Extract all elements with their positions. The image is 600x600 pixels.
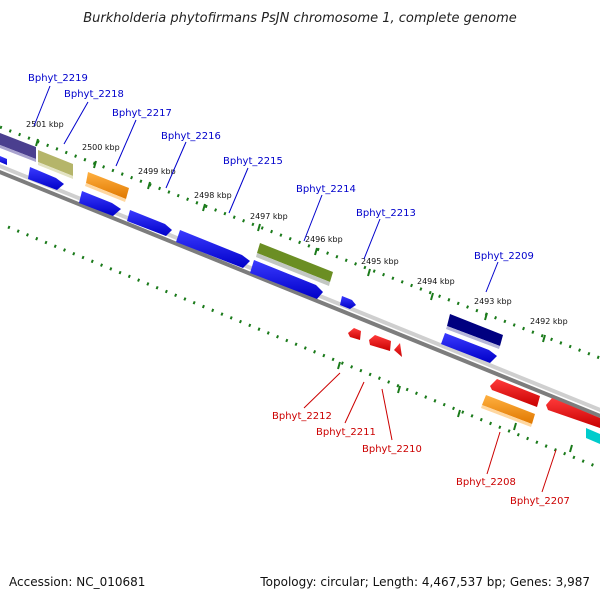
leader-line: [486, 431, 501, 475]
kbp-label: 2493 kbp: [474, 297, 512, 306]
leader-line: [541, 449, 557, 493]
leader-line: [33, 85, 51, 127]
kbp-label: 2495 kbp: [361, 257, 399, 266]
gene-label-bphyt-2217[interactable]: Bphyt_2217: [112, 108, 172, 119]
leader-line: [228, 167, 249, 214]
gene-feature-bphyt-2217[interactable]: [85, 172, 129, 202]
leader-line: [303, 372, 341, 409]
gene-label-bphyt-2214[interactable]: Bphyt_2214: [296, 184, 356, 195]
kbp-label: 2499 kbp: [138, 167, 176, 176]
gene-feature-bphyt-2210[interactable]: [394, 343, 402, 357]
reverse-scale: [7, 225, 600, 470]
kbp-label: 2496 kbp: [305, 235, 343, 244]
gene-feature-bphyt-2212[interactable]: [348, 328, 361, 340]
kbp-label: 2492 kbp: [530, 317, 568, 326]
scale-tick: [430, 292, 434, 301]
gene-feature-bphyt-2217-lower[interactable]: [79, 191, 121, 216]
scale-tick: [337, 361, 341, 370]
leader-line: [165, 141, 187, 189]
scale-tick: [93, 160, 97, 169]
gene-feature-bphyt-2219[interactable]: [0, 131, 36, 162]
leader-line: [344, 381, 365, 424]
gene-label-bphyt-2211[interactable]: Bphyt_2211: [316, 427, 376, 438]
leader-line: [303, 194, 323, 242]
gene-feature-bphyt-2207[interactable]: [546, 398, 600, 444]
forward-scale: [0, 125, 600, 360]
gene-feature-bphyt-2218[interactable]: [38, 150, 73, 179]
reverse-genes: [348, 328, 600, 444]
kbp-label: 2494 kbp: [417, 277, 455, 286]
scale-tick: [484, 312, 488, 321]
scale-tick: [542, 334, 546, 343]
map-title: Burkholderia phytofirmans PsJN chromosom…: [83, 11, 517, 26]
kbp-label: 2497 kbp: [250, 212, 288, 221]
forward-gene-labels: Bphyt_2219 Bphyt_2218 Bphyt_2217 Bphyt_2…: [28, 73, 534, 293]
gene-label-bphyt-2208[interactable]: Bphyt_2208: [456, 477, 516, 488]
backbone-main: [0, 169, 600, 419]
gene-feature-bphyt-2211[interactable]: [369, 335, 391, 351]
gene-label-bphyt-2218[interactable]: Bphyt_2218: [64, 89, 124, 100]
gene-label-bphyt-2213[interactable]: Bphyt_2213: [356, 208, 416, 219]
kbp-label: 2500 kbp: [82, 143, 120, 152]
scale-tick: [397, 385, 401, 394]
leader-line: [363, 218, 381, 260]
scale-tick: [457, 409, 461, 418]
reverse-gene-labels: Bphyt_2212 Bphyt_2211 Bphyt_2210 Bphyt_2…: [272, 372, 570, 507]
forward-scale-dots: [0, 125, 600, 360]
scale-tick: [314, 247, 318, 256]
leader-line: [63, 101, 89, 145]
kbp-label: 2501 kbp: [26, 120, 64, 129]
leader-line: [381, 388, 393, 441]
gene-feature-bphyt-2209[interactable]: [441, 314, 503, 363]
genome-summary-text: Topology: circular; Length: 4,467,537 bp…: [259, 575, 590, 589]
accession-text: Accession: NC_010681: [9, 575, 145, 589]
gene-label-bphyt-2215[interactable]: Bphyt_2215: [223, 156, 283, 167]
leader-line: [485, 261, 499, 293]
gene-label-bphyt-2210[interactable]: Bphyt_2210: [362, 444, 422, 455]
kbp-label: 2498 kbp: [194, 191, 232, 200]
gene-feature-bphyt-2213[interactable]: [250, 260, 356, 309]
scale-tick: [202, 203, 206, 212]
scale-tick: [513, 422, 517, 431]
gene-label-bphyt-2212[interactable]: Bphyt_2212: [272, 411, 332, 422]
gene-feature-bphyt-2208[interactable]: [481, 379, 540, 427]
gene-feature-bphyt-2215[interactable]: [176, 230, 250, 268]
kbp-labels: 2501 kbp 2500 kbp 2499 kbp 2498 kbp 2497…: [26, 120, 568, 326]
scale-tick: [367, 268, 371, 277]
gene-feature-bphyt-2216[interactable]: [127, 210, 172, 236]
gene-feature-bphyt-2218-lower[interactable]: [0, 156, 64, 190]
scale-tick: [147, 181, 151, 190]
scale-tick: [257, 223, 261, 232]
gene-feature-bphyt-2214[interactable]: [256, 243, 333, 286]
gene-label-bphyt-2207[interactable]: Bphyt_2207: [510, 496, 570, 507]
leader-line: [115, 119, 137, 167]
gene-label-bphyt-2209[interactable]: Bphyt_2209: [474, 251, 534, 262]
scale-tick: [35, 138, 39, 147]
gene-label-bphyt-2219[interactable]: Bphyt_2219: [28, 73, 88, 84]
scale-tick: [569, 444, 573, 453]
gene-label-bphyt-2216[interactable]: Bphyt_2216: [161, 131, 221, 142]
forward-genes: [0, 131, 503, 363]
